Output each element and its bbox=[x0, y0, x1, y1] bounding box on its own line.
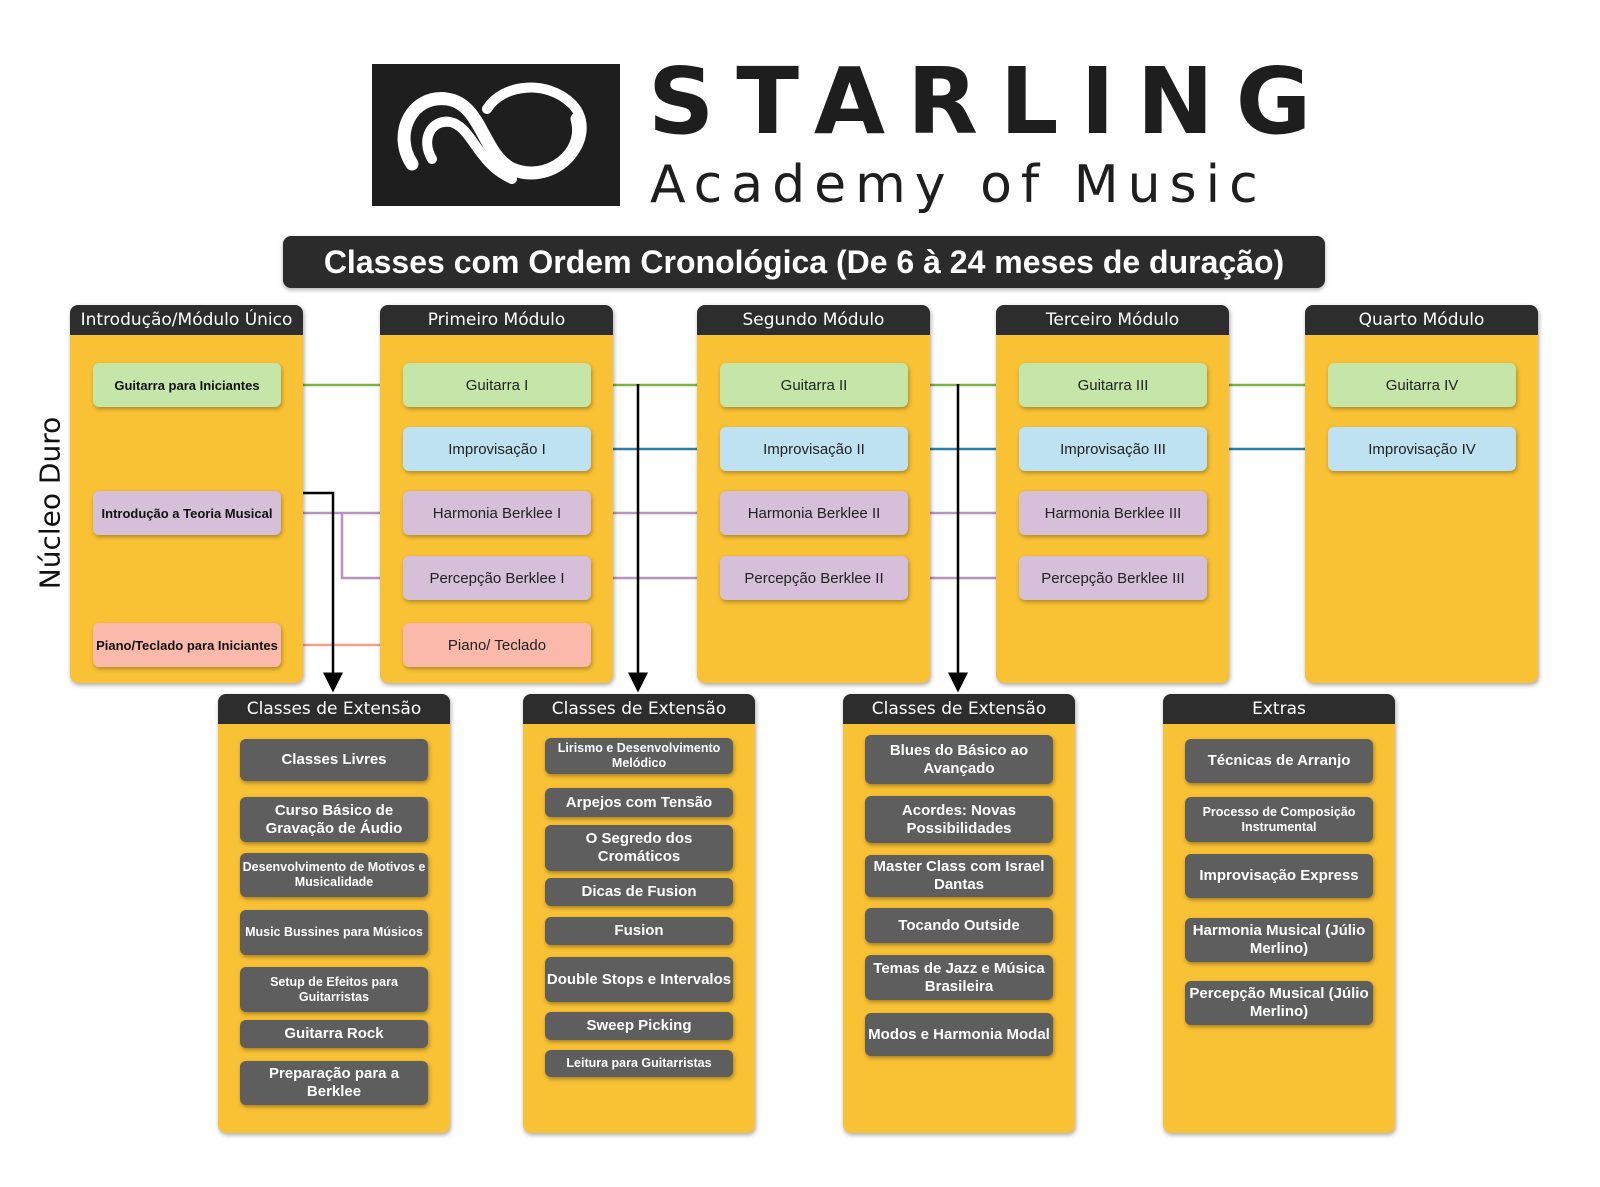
extension-class-item[interactable]: O Segredo dos Cromáticos bbox=[545, 825, 733, 871]
course-box[interactable]: Harmonia Berklee I bbox=[403, 491, 591, 535]
extension-class-item[interactable]: Master Class com Israel Dantas bbox=[865, 855, 1053, 897]
course-box[interactable]: Guitarra I bbox=[403, 363, 591, 407]
course-box[interactable]: Guitarra III bbox=[1019, 363, 1207, 407]
extension-class-item[interactable]: Blues do Básico ao Avançado bbox=[865, 735, 1053, 784]
brand-subtitle: Academy of Music bbox=[650, 155, 1267, 215]
course-box[interactable]: Improvisação II bbox=[720, 427, 908, 471]
module-column: Quarto Módulo bbox=[1305, 305, 1538, 683]
course-box[interactable]: Harmonia Berklee II bbox=[720, 491, 908, 535]
extension-class-item[interactable]: Modos e Harmonia Modal bbox=[865, 1013, 1053, 1056]
extension-class-item[interactable]: Setup de Efeitos para Guitarristas bbox=[240, 967, 428, 1012]
extension-class-item[interactable]: Harmonia Musical (Júlio Merlino) bbox=[1185, 918, 1373, 962]
extension-class-item[interactable]: Técnicas de Arranjo bbox=[1185, 739, 1373, 783]
course-box[interactable]: Percepção Berklee I bbox=[403, 556, 591, 600]
module-header: Segundo Módulo bbox=[697, 305, 930, 335]
extension-class-item[interactable]: Acordes: Novas Possibilidades bbox=[865, 796, 1053, 843]
extension-class-item[interactable]: Leitura para Guitarristas bbox=[545, 1050, 733, 1077]
course-box[interactable]: Guitarra IV bbox=[1328, 363, 1516, 407]
arrow-to-extension-1 bbox=[303, 491, 343, 693]
extension-class-item[interactable]: Fusion bbox=[545, 917, 733, 945]
extension-class-item[interactable]: Temas de Jazz e Música Brasileira bbox=[865, 955, 1053, 1000]
extension-class-item[interactable]: Desenvolvimento de Motivos e Musicalidad… bbox=[240, 853, 428, 897]
course-box[interactable]: Improvisação IV bbox=[1328, 427, 1516, 471]
extension-class-item[interactable]: Dicas de Fusion bbox=[545, 878, 733, 906]
extension-class-item[interactable]: Processo de Composição Instrumental bbox=[1185, 797, 1373, 842]
course-box[interactable]: Harmonia Berklee III bbox=[1019, 491, 1207, 535]
course-box[interactable]: Piano/ Teclado bbox=[403, 623, 591, 667]
course-box[interactable]: Guitarra para Iniciantes bbox=[93, 363, 281, 407]
page-title: Classes com Ordem Cronológica (De 6 à 24… bbox=[283, 236, 1325, 288]
extension-header: Extras bbox=[1163, 694, 1395, 724]
module-header: Primeiro Módulo bbox=[380, 305, 613, 335]
course-box[interactable]: Improvisação III bbox=[1019, 427, 1207, 471]
extension-header: Classes de Extensão bbox=[218, 694, 450, 724]
extension-class-item[interactable]: Music Bussines para Músicos bbox=[240, 910, 428, 955]
extension-header: Classes de Extensão bbox=[843, 694, 1075, 724]
course-box[interactable]: Guitarra II bbox=[720, 363, 908, 407]
brand-name: STARLING bbox=[648, 48, 1334, 155]
course-box[interactable]: Introdução a Teoria Musical bbox=[93, 491, 281, 535]
extension-class-item[interactable]: Guitarra Rock bbox=[240, 1020, 428, 1048]
module-header: Terceiro Módulo bbox=[996, 305, 1229, 335]
extension-class-item[interactable]: Double Stops e Intervalos bbox=[545, 957, 733, 1002]
extension-class-item[interactable]: Curso Básico de Gravação de Áudio bbox=[240, 797, 428, 842]
extension-class-item[interactable]: Preparação para a Berklee bbox=[240, 1061, 428, 1105]
extension-class-item[interactable]: Classes Livres bbox=[240, 739, 428, 781]
extension-class-item[interactable]: Percepção Musical (Júlio Merlino) bbox=[1185, 981, 1373, 1025]
course-box[interactable]: Piano/Teclado para Iniciantes bbox=[93, 623, 281, 667]
module-header: Introdução/Módulo Único bbox=[70, 305, 303, 335]
extension-class-item[interactable]: Sweep Picking bbox=[545, 1012, 733, 1040]
module-header: Quarto Módulo bbox=[1305, 305, 1538, 335]
course-box[interactable]: Percepção Berklee II bbox=[720, 556, 908, 600]
extension-class-item[interactable]: Lirismo e Desenvolvimento Melódico bbox=[545, 738, 733, 774]
course-box[interactable]: Percepção Berklee III bbox=[1019, 556, 1207, 600]
course-box[interactable]: Improvisação I bbox=[403, 427, 591, 471]
extension-class-item[interactable]: Improvisação Express bbox=[1185, 854, 1373, 898]
extension-header: Classes de Extensão bbox=[523, 694, 755, 724]
starling-logo-mark bbox=[372, 64, 620, 206]
extension-class-item[interactable]: Arpejos com Tensão bbox=[545, 788, 733, 817]
extension-class-item[interactable]: Tocando Outside bbox=[865, 908, 1053, 943]
logo-wave-icon bbox=[397, 82, 587, 184]
